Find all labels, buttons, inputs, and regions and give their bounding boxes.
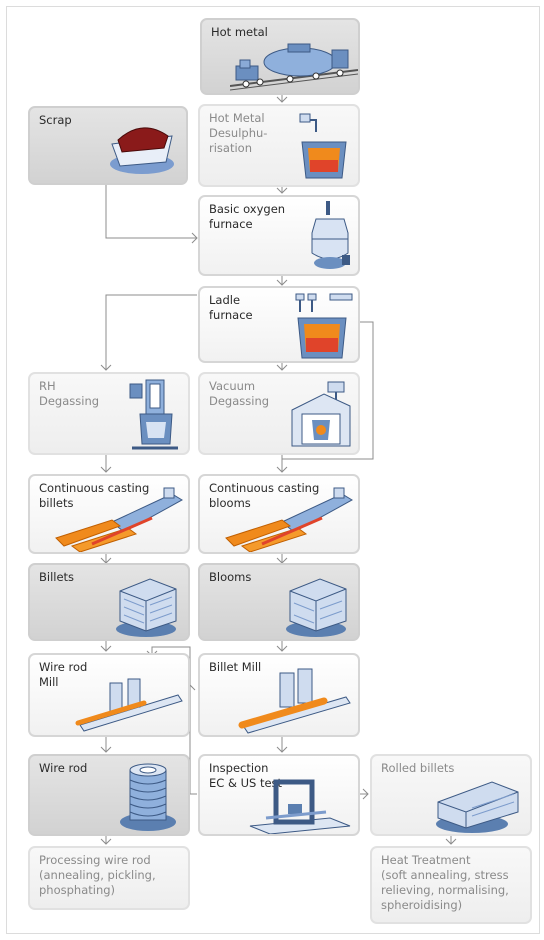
node-billets: Billets xyxy=(28,563,190,641)
node-label: Billet Mill xyxy=(209,660,262,674)
node-billet-mill: Billet Mill xyxy=(198,653,360,737)
converter-icon xyxy=(311,201,350,269)
scrap-bucket-icon xyxy=(110,127,174,174)
bloom-caster-icon xyxy=(225,487,354,552)
node-cc-billets: Continuous casting billets xyxy=(28,474,190,554)
node-label: Wire rod xyxy=(39,761,88,775)
billet-caster-icon xyxy=(55,487,184,552)
node-heat-treatment: Heat Treatment (soft annealing, stress r… xyxy=(370,846,532,924)
node-label: Wire rod Mill xyxy=(39,660,88,689)
inspection-gantry-icon xyxy=(249,779,351,834)
node-cc-blooms: Continuous casting blooms xyxy=(198,474,360,554)
node-label: Hot Metal Desulphu- risation xyxy=(209,111,268,155)
node-label: Heat Treatment (soft annealing, stress r… xyxy=(381,853,509,912)
vacuum-chamber-icon xyxy=(291,381,351,447)
node-label: Billets xyxy=(39,570,75,584)
node-rh-degassing: RH Degassing xyxy=(28,372,190,455)
bloom-stack-icon xyxy=(286,578,347,637)
connector-inspection-wirerodmill xyxy=(151,646,197,795)
desulphurisation-vessel-icon xyxy=(299,113,347,179)
node-label: Scrap xyxy=(39,113,72,127)
node-label: Hot metal xyxy=(211,25,268,39)
rh-degasser-icon xyxy=(129,379,178,450)
node-wire-rod-mill: Wire rod Mill xyxy=(28,653,190,737)
node-label: Ladle furnace xyxy=(209,293,253,322)
node-inspection: Inspection EC & US test xyxy=(198,754,360,836)
node-label: Basic oxygen furnace xyxy=(209,202,286,231)
node-wire-rod: Wire rod xyxy=(28,754,190,836)
billet-stack-icon xyxy=(116,578,177,637)
node-vacuum-degassing: Vacuum Degassing xyxy=(198,372,360,455)
node-label: RH Degassing xyxy=(39,379,100,408)
diagram-frame xyxy=(6,6,540,934)
node-ladle-furnace: Ladle furnace xyxy=(198,286,360,363)
node-rolled-billets: Rolled billets xyxy=(370,754,532,836)
node-label: Vacuum Degassing xyxy=(209,379,270,408)
rolled-billet-stack-icon xyxy=(436,781,519,833)
connector-ladle-rh xyxy=(105,294,197,370)
node-label: Rolled billets xyxy=(381,761,455,775)
node-label: Blooms xyxy=(209,570,252,584)
node-label: Continuous casting billets xyxy=(39,481,150,510)
node-blooms: Blooms xyxy=(198,563,360,641)
node-processing-wire-rod: Processing wire rod (annealing, pickling… xyxy=(28,846,190,910)
node-desulphurisation: Hot Metal Desulphu- risation xyxy=(198,104,360,187)
node-label: Continuous casting blooms xyxy=(209,481,320,510)
node-hot-metal: Hot metal xyxy=(200,18,360,95)
rolling-mill-icon xyxy=(75,678,183,732)
node-scrap: Scrap xyxy=(28,106,188,185)
torpedo-ladle-car-icon xyxy=(230,43,358,91)
rolling-mill-icon xyxy=(238,668,351,734)
ladle-furnace-icon xyxy=(295,293,353,359)
connector-scrap-bof xyxy=(105,185,197,239)
node-basic-oxygen-furnace: Basic oxygen furnace xyxy=(198,195,360,276)
node-label: Processing wire rod (annealing, pickling… xyxy=(39,853,156,897)
wire-coil-icon xyxy=(120,763,176,831)
